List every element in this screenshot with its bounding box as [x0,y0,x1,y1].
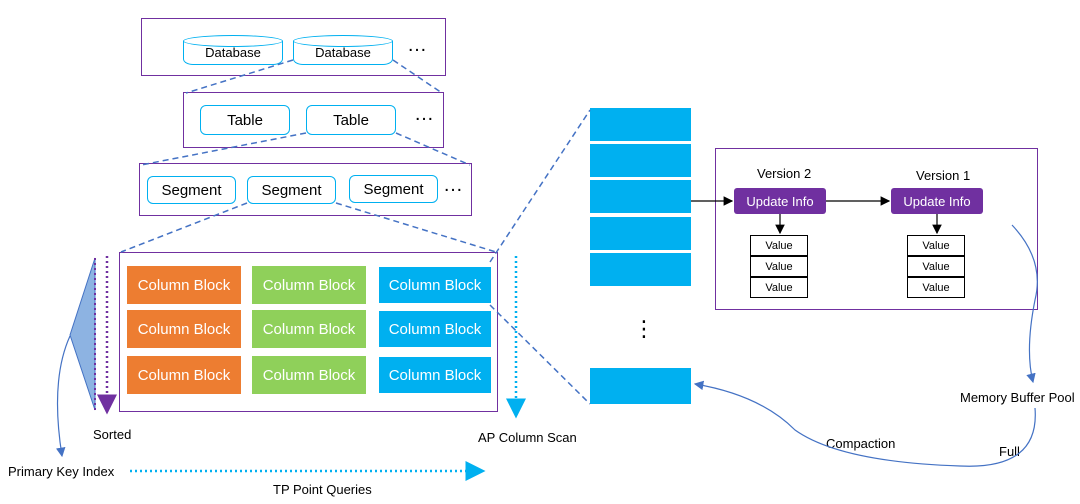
pk-index-arrow [55,335,71,458]
segment-layer-frame [139,163,472,216]
stack-cell-bottom [590,368,691,404]
column-block: Column Block [252,356,366,394]
memory-buffer-pool-label: Memory Buffer Pool [960,390,1075,405]
table-more-dots: … [414,103,435,125]
table-node-2: Table [306,105,396,135]
column-block: Column Block [127,310,241,348]
value-cell: Value [907,277,965,298]
stack-cell [590,180,691,215]
column-block: Column Block [378,266,492,304]
column-block: Column Block [127,266,241,304]
ap-column-scan-label: AP Column Scan [478,430,577,445]
primary-key-triangle [69,257,96,411]
to-buffer-pool-arrow [1011,224,1038,384]
tp-point-queries-label: TP Point Queries [273,482,372,497]
zoom-lines [120,59,591,405]
database-label: Database [293,41,393,65]
version-2-label: Version 2 [757,166,812,181]
column-block: Column Block [127,356,241,394]
column-block: Column Block [252,310,366,348]
full-label: Full [999,444,1020,459]
value-cell: Value [750,277,808,298]
value-cell: Value [750,235,808,256]
update-info-v2: Update Info [734,188,826,214]
compaction-arrow [693,380,1036,467]
primary-key-index-label: Primary Key Index [8,464,115,479]
value-cell: Value [907,256,965,277]
column-block: Column Block [252,266,366,304]
cylinder-top [183,35,283,47]
compaction-label: Compaction [826,436,896,451]
table-node-1: Table [200,105,290,135]
update-info-v1: Update Info [891,188,983,214]
column-block: Column Block [378,356,492,394]
segment-node-3: Segment [349,175,438,203]
segment-more-dots: … [443,174,464,196]
sorted-label: Sorted [93,427,132,442]
stack-cell [590,253,691,288]
database-node-1: Database [183,35,283,65]
version-1-label: Version 1 [916,168,971,183]
vertical-ellipsis: ⋮ [633,316,655,341]
column-block: Column Block [378,310,492,348]
cylinder-top [293,35,393,47]
column-block-frame [119,252,498,412]
database-label: Database [183,41,283,65]
stack-cell [590,144,691,179]
value-cell: Value [750,256,808,277]
database-node-2: Database [293,35,393,65]
stack-cell [590,217,691,252]
table-layer-frame [183,92,444,148]
stack-cell [590,108,691,143]
database-layer-frame [141,18,446,76]
version-frame [715,148,1038,310]
segment-node-2: Segment [247,176,336,204]
value-cell: Value [907,235,965,256]
segment-node-1: Segment [147,176,236,204]
database-more-dots: … [407,34,428,56]
